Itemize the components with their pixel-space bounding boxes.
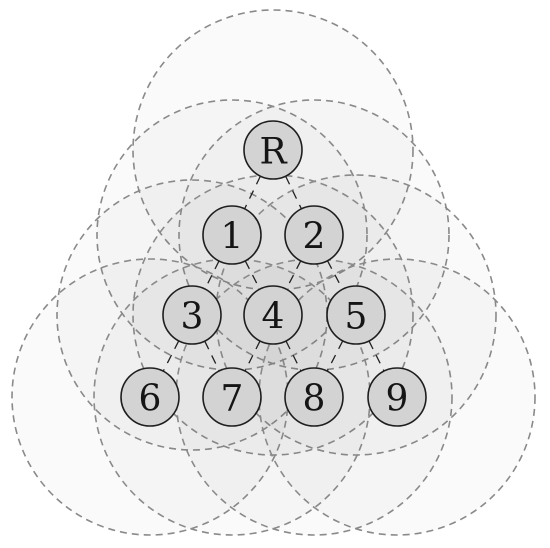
node-circle-8	[284, 367, 344, 427]
node-circle-1	[202, 205, 262, 265]
node-R: R	[243, 120, 303, 180]
node-label-1: 1	[221, 217, 244, 258]
node-circle-5	[326, 285, 386, 345]
node-circle-6	[120, 367, 180, 427]
node-9: 9	[367, 367, 427, 427]
edge-1-4	[244, 260, 261, 290]
node-circle-2	[284, 205, 344, 265]
node-2: 2	[284, 205, 344, 265]
tree-nodes: R 1 2 3 4 5 6 7 8 9	[120, 120, 427, 427]
region-circles	[11, 9, 536, 536]
node-circle-9	[367, 367, 427, 427]
node-3: 3	[162, 285, 222, 345]
node-label-6: 6	[139, 379, 162, 420]
node-7: 7	[202, 367, 262, 427]
node-circle-4	[243, 285, 303, 345]
node-label-4: 4	[262, 297, 285, 338]
node-label-7: 7	[221, 379, 244, 420]
edge-4-7	[244, 340, 261, 372]
node-circle-7	[202, 367, 262, 427]
edge-2-4	[285, 260, 302, 290]
region-circle-2	[178, 99, 450, 371]
node-label-3: 3	[181, 297, 204, 338]
edge-4-8	[285, 340, 302, 372]
edge-R-2	[285, 175, 302, 210]
edge-1-3	[204, 260, 220, 290]
node-1: 1	[202, 205, 262, 265]
region-circle-5	[215, 174, 497, 456]
node-label-9: 9	[386, 379, 409, 420]
edge-3-6	[162, 340, 180, 372]
node-label-5: 5	[345, 297, 368, 338]
tree-edges	[162, 175, 385, 372]
node-6: 6	[120, 367, 180, 427]
region-circle-4	[132, 174, 414, 456]
edge-3-7	[204, 340, 220, 372]
node-8: 8	[284, 367, 344, 427]
edge-2-5	[326, 260, 344, 290]
node-circle-R	[243, 120, 303, 180]
edge-5-9	[368, 340, 385, 372]
node-label-2: 2	[303, 217, 326, 258]
node-label-8: 8	[303, 379, 326, 420]
node-circle-3	[162, 285, 222, 345]
edge-R-1	[244, 175, 261, 210]
edge-5-8	[326, 340, 344, 372]
node-label-R: R	[259, 132, 287, 173]
node-4: 4	[243, 285, 303, 345]
region-circle-1	[96, 99, 368, 371]
node-5: 5	[326, 285, 386, 345]
